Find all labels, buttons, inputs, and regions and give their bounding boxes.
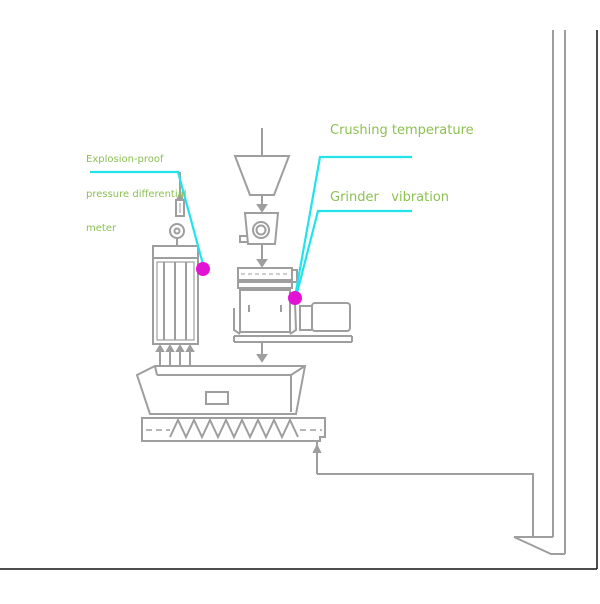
label-crushing-temperature: Crushing temperature	[330, 123, 474, 138]
leader-line-temperature	[293, 155, 412, 298]
leader-line-vibration	[294, 209, 412, 298]
discharge-hopper	[135, 365, 307, 415]
leader-line-pressure	[90, 170, 206, 269]
motor	[299, 302, 351, 332]
label-line-2: pressure differential	[86, 188, 187, 200]
grinder	[233, 267, 353, 363]
label-line-3: meter	[86, 223, 117, 234]
feed-hopper	[233, 128, 291, 213]
sensor-dot-pressure[interactable]	[196, 262, 210, 276]
label-line-1: Explosion-proof	[86, 154, 164, 165]
screw-conveyor	[141, 417, 326, 474]
sensor-dot-grinder[interactable]	[288, 291, 302, 305]
label-grinder-vibration: Grinder vibration	[330, 190, 450, 205]
feeder	[239, 212, 280, 268]
elevator-duct	[317, 30, 566, 555]
label-pressure-meter: Explosion-proof pressure differential me…	[86, 131, 187, 258]
fan	[169, 172, 185, 245]
dust-collector	[152, 245, 199, 366]
